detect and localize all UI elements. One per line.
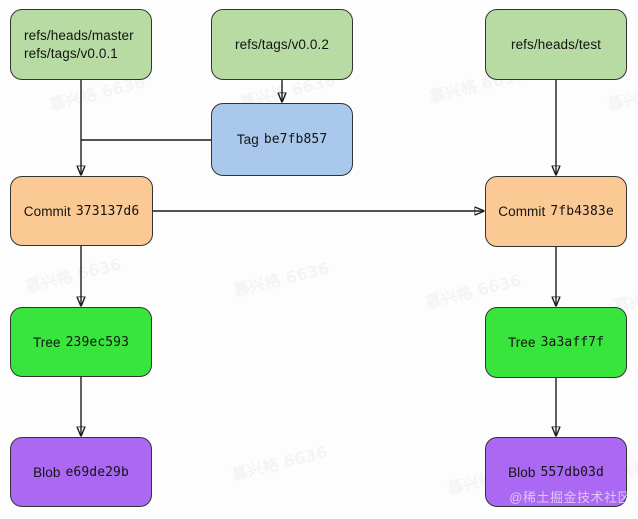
- node-ref-v002: refs/tags/v0.0.2: [211, 9, 353, 80]
- blob-label: Blob: [508, 464, 536, 480]
- ref-label: refs/tags/v0.0.1: [24, 45, 118, 61]
- blob-hash: 557db03d: [540, 464, 604, 480]
- tree-hash: 239ec593: [65, 334, 130, 350]
- tag-label: Tag: [236, 132, 259, 147]
- credit-watermark: @稀土掘金技术社区: [509, 490, 631, 505]
- node-commit-373137d6: Commit 373137d6: [10, 176, 153, 246]
- node-ref-test: refs/heads/test: [485, 9, 627, 80]
- tree-label: Tree: [32, 334, 61, 350]
- ref-label: refs/heads/test: [510, 37, 602, 52]
- node-blob-557db03d: Blob 557db03d: [485, 437, 627, 507]
- ref-label: refs/tags/v0.0.2: [235, 37, 329, 52]
- ref-label: refs/heads/master: [24, 27, 134, 43]
- commit-label: Commit: [23, 203, 71, 219]
- tree-label: Tree: [507, 335, 536, 350]
- tree-hash: 3a3aff7f: [540, 335, 605, 350]
- node-blob-e69de29b: Blob e69de29b: [10, 437, 152, 507]
- commit-label: Commit: [498, 204, 546, 219]
- blob-label: Blob: [33, 464, 61, 480]
- node-commit-7fb4383e: Commit 7fb4383e: [485, 176, 627, 247]
- node-ref-master: refs/heads/master refs/tags/v0.0.1: [10, 9, 152, 80]
- blob-hash: e69de29b: [65, 464, 129, 480]
- node-tree-239ec593: Tree 239ec593: [10, 307, 152, 377]
- node-tag-be7fb857: Tag be7fb857: [211, 103, 353, 176]
- commit-hash: 7fb4383e: [550, 204, 614, 219]
- node-tree-3a3aff7f: Tree 3a3aff7f: [485, 307, 627, 378]
- tag-hash: be7fb857: [263, 132, 328, 147]
- commit-hash: 373137d6: [75, 203, 140, 219]
